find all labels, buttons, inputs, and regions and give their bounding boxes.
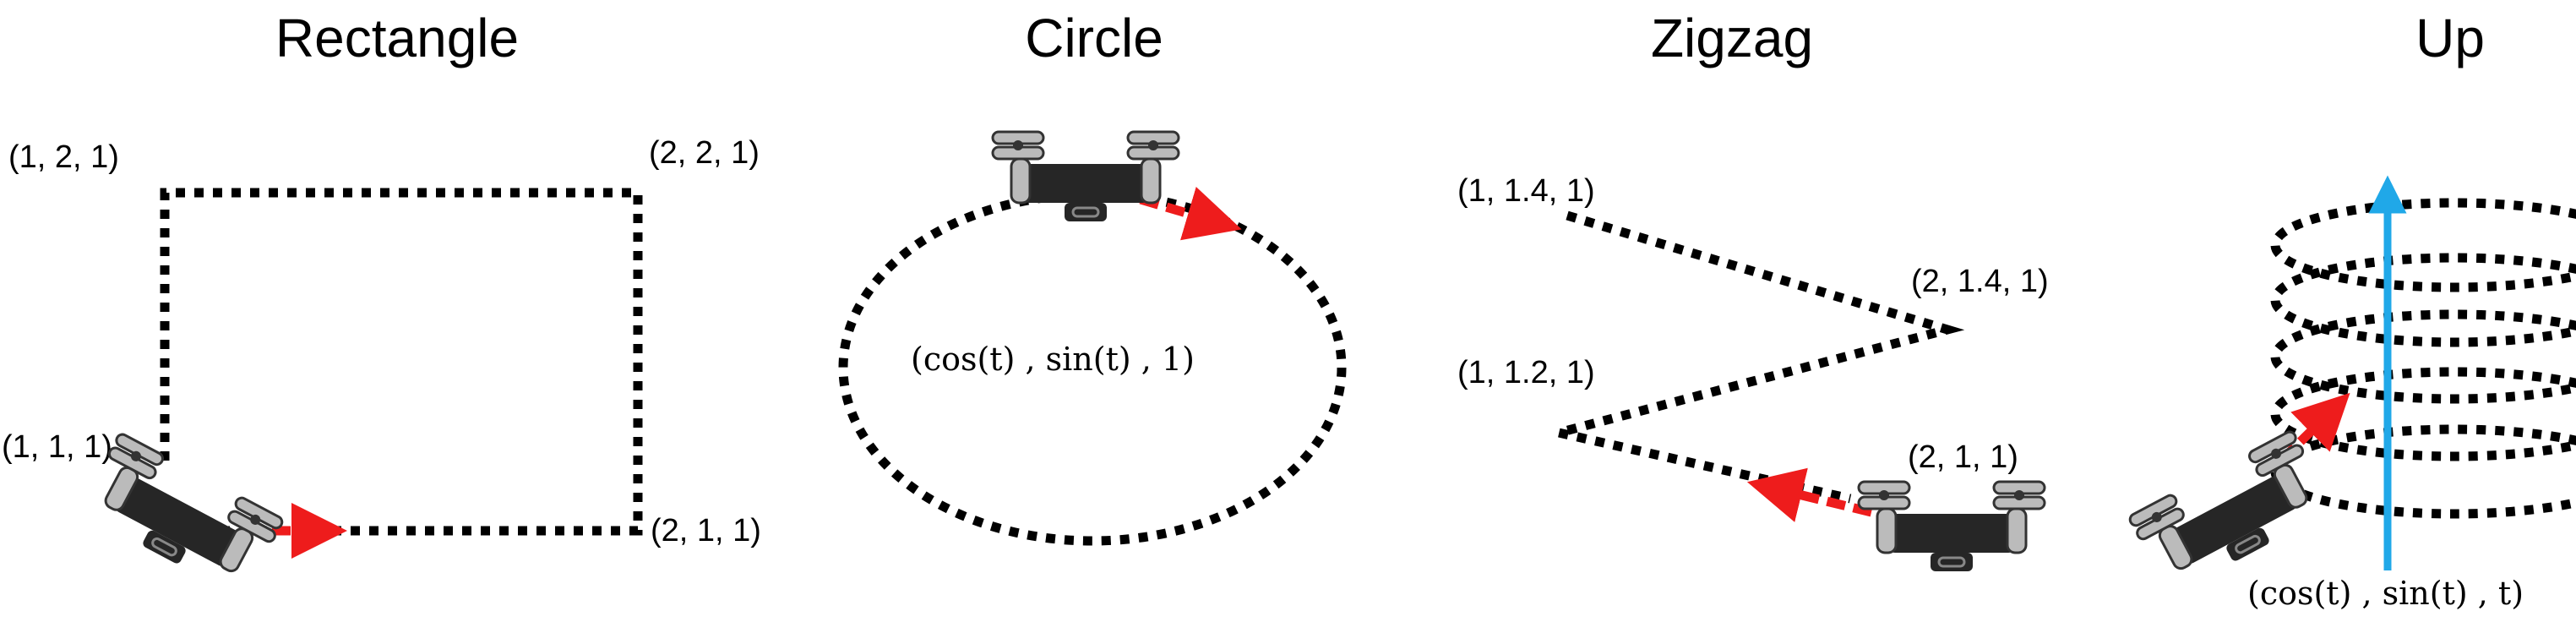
zigzag-label-2: (2, 1.4, 1): [1911, 264, 2049, 299]
rectangle-title: Rectangle: [275, 8, 520, 68]
up-title: Up: [2415, 8, 2485, 68]
zigzag-title: Zigzag: [1650, 8, 1814, 68]
drone-icon: [991, 130, 1180, 223]
rectangle-path: [160, 188, 643, 536]
circle-panel: [838, 130, 1347, 546]
helix-path: [2270, 198, 2576, 519]
up-formula: (cos(t) , sin(t) , t): [2247, 575, 2524, 612]
rectangle-label-bottom-left: (1, 1, 1): [2, 429, 112, 465]
up-panel: [2127, 175, 2576, 598]
drone-icon: [76, 431, 286, 600]
circle-formula: (cos(t) , sin(t) , 1): [911, 341, 1195, 378]
zigzag-label-4: (2, 1, 1): [1908, 439, 2018, 475]
circle-path: [838, 189, 1347, 546]
circle-title: Circle: [1025, 8, 1163, 68]
zigzag-label-1: (1, 1.4, 1): [1457, 173, 1595, 209]
rectangle-label-top-right: (2, 2, 1): [649, 135, 760, 171]
rectangle-label-top-left: (1, 2, 1): [8, 139, 119, 175]
rectangle-label-bottom-right: (2, 1, 1): [651, 513, 761, 548]
rectangle-panel: [76, 188, 643, 600]
zigzag-path: [1557, 210, 1965, 504]
zigzag-label-3: (1, 1.2, 1): [1457, 355, 1595, 390]
direction-arrow-icon: [1746, 467, 1873, 522]
zigzag-panel: [1557, 210, 2046, 573]
drone-icon: [1857, 480, 2046, 573]
drone-icon: [2127, 428, 2336, 598]
